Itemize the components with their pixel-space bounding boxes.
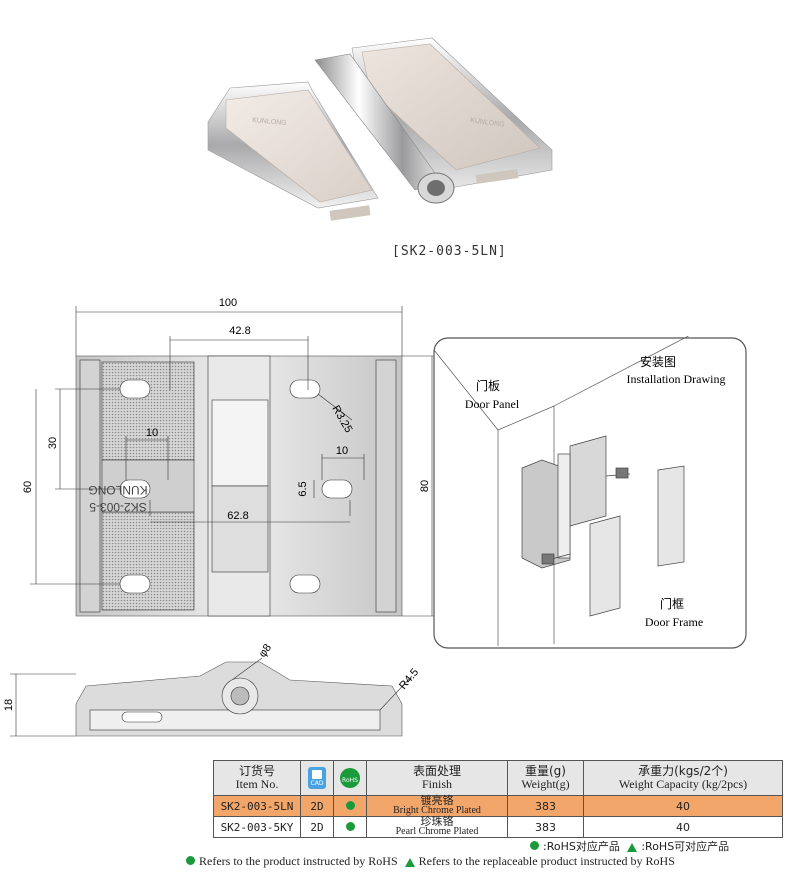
legend-cn: :RoHS对应产品 :RoHS可对应产品 (530, 838, 733, 854)
spec-table-header: 订货号 Item No. CAD RoHS 表面处理 Finish 重量(g) … (213, 760, 783, 796)
weight: 383 (507, 795, 584, 817)
dim-radius: R4.5 (397, 666, 421, 692)
front-view-drawing: 100 42.8 R3.25 30 10 10 6.5 60 62.8 80 K… (22, 297, 438, 617)
door-panel-en: Door Panel (465, 397, 520, 411)
cad-icon: CAD (308, 767, 326, 789)
col-rohs: RoHS (333, 760, 367, 796)
dim-hole-total: 60 (22, 481, 34, 493)
dim-thickness: 18 (3, 699, 15, 711)
item-no: SK2-003-5LN (213, 795, 301, 817)
cad-format: 2D (300, 816, 334, 838)
rohs-triangle-icon (404, 857, 415, 867)
spec-table: 订货号 Item No. CAD RoHS 表面处理 Finish 重量(g) … (213, 760, 783, 838)
finish: 珍珠铬 Pearl Chrome Plated (366, 816, 508, 838)
dim-center-distance: 42.8 (229, 325, 250, 337)
rohs-dot-icon (530, 841, 539, 850)
door-frame-en: Door Frame (645, 615, 703, 629)
dim-slot-length-right: 10 (336, 445, 348, 457)
side-view-drawing: φ8 R4.5 18 (3, 642, 421, 737)
product-photo: KUNLONG KUNLONG (207, 37, 553, 221)
col-cad: CAD (300, 760, 334, 796)
col-capacity: 承重力(kgs/2个) Weight Capacity (kg/2pcs) (583, 760, 783, 796)
rohs-icon: RoHS (340, 768, 360, 788)
col-finish: 表面处理 Finish (366, 760, 508, 796)
installation-title-en: Installation Drawing (627, 372, 726, 386)
dim-pin-diameter: φ8 (257, 642, 274, 660)
rohs-dot-icon (186, 856, 195, 865)
table-row: SK2-003-5LN 2D 镀亮铬 Bright Chrome Plated … (213, 795, 783, 817)
rohs-status (333, 795, 367, 817)
dim-slot-width: 6.5 (297, 481, 309, 496)
installation-title-cn: 安装图 (640, 354, 676, 369)
dim-height: 80 (419, 480, 431, 492)
dim-hole-spacing: 30 (47, 437, 59, 449)
part-text: SK2-003-5 (89, 500, 147, 514)
table-row: SK2-003-5KY 2D 珍珠铬 Pearl Chrome Plated 3… (213, 816, 783, 838)
item-no: SK2-003-5KY (213, 816, 301, 838)
rohs-triangle-icon (627, 842, 638, 852)
col-weight: 重量(g) Weight(g) (507, 760, 584, 796)
capacity: 40 (583, 795, 783, 817)
engraving-right: KUNLONG (470, 117, 505, 129)
capacity: 40 (583, 816, 783, 838)
rohs-dot-icon (345, 821, 355, 831)
dim-slot-length-left: 10 (146, 427, 158, 439)
finish: 镀亮铬 Bright Chrome Plated (366, 795, 508, 817)
weight: 383 (507, 816, 584, 838)
legend-en: Refers to the product instructed by RoHS… (186, 854, 679, 869)
installation-drawing: 安装图 Installation Drawing 门板 Door Panel 门… (433, 336, 747, 649)
model-label: [SK2-003-5LN] (392, 244, 507, 259)
door-panel-cn: 门板 (476, 378, 500, 393)
engraving-left: KUNLONG (252, 117, 287, 127)
dim-width: 100 (219, 297, 237, 309)
cad-format: 2D (300, 795, 334, 817)
door-frame-cn: 门框 (660, 596, 684, 611)
rohs-dot-icon (345, 800, 355, 810)
dim-hole-offset: 62.8 (227, 510, 248, 522)
col-item: 订货号 Item No. (213, 760, 301, 796)
rohs-status (333, 816, 367, 838)
brand-text: KUNLONG (88, 483, 147, 497)
